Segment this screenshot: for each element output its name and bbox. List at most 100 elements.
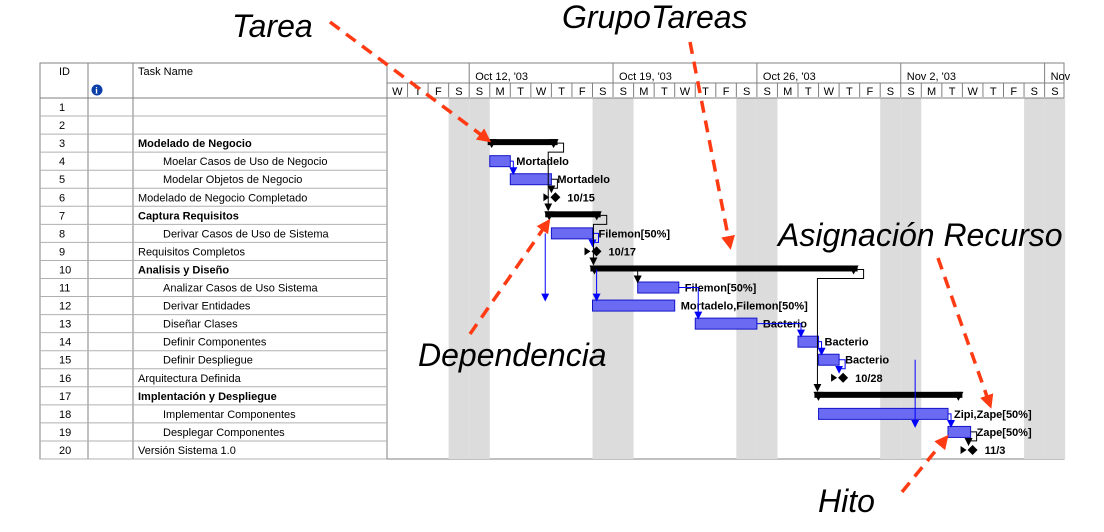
summary-end-right: [548, 139, 559, 149]
task-name: Modelar Objetos de Negocio: [163, 174, 302, 186]
resource-label: Mortadelo: [557, 174, 610, 186]
task-bar: [509, 173, 552, 186]
col-header-id: ID: [59, 66, 70, 78]
dependency-link: [544, 142, 565, 212]
resource-label: Filemon[50%]: [599, 228, 671, 240]
day-label: T: [846, 86, 853, 98]
day-label: T: [949, 86, 956, 98]
day-label: S: [1051, 86, 1058, 98]
day-label: T: [661, 86, 668, 98]
task-name: Definir Despliegue: [163, 355, 253, 367]
resource-label: Bacterio: [763, 319, 807, 331]
svg-text:i: i: [95, 86, 98, 96]
resource-label: Mortadelo,Filemon[50%]: [681, 301, 808, 313]
day-label: M: [639, 86, 648, 98]
dependency-link: [947, 413, 956, 428]
task-name: Requisitos Completos: [138, 246, 245, 258]
gantt-bars: MortadeloMortadelo10/15Filemon[50%]10/17…: [486, 139, 1032, 457]
weekend-shade: [900, 98, 922, 459]
day-label: M: [927, 86, 936, 98]
task-name: Modelado de Negocio Completado: [138, 192, 307, 204]
task-id: 8: [59, 228, 65, 240]
task-id: 9: [59, 246, 65, 258]
task-id: 20: [59, 445, 71, 457]
day-label: T: [558, 86, 565, 98]
task-id: 2: [59, 120, 65, 132]
weekend-shade: [756, 98, 778, 459]
day-label: W: [680, 86, 691, 98]
summary-end-right: [591, 211, 602, 221]
task-bar: [818, 353, 840, 366]
task-id: 16: [59, 373, 71, 385]
task-bar: [637, 281, 680, 294]
resource-label: Mortadelo: [516, 156, 569, 168]
day-label: W: [536, 86, 547, 98]
task-id: 11: [59, 283, 70, 295]
milestone-diamond: [838, 372, 849, 383]
annotation-grupo-tareas: GrupoTareas: [562, 0, 748, 35]
task-name: Analizar Casos de Uso Sistema: [163, 283, 319, 295]
summary-end-right: [953, 391, 964, 401]
day-label: S: [887, 86, 894, 98]
day-label: W: [392, 86, 403, 98]
day-label: F: [1010, 86, 1017, 98]
day-label: T: [805, 86, 812, 98]
summary-bar: [814, 391, 963, 398]
task-name: Definir Componentes: [163, 337, 267, 349]
milestone-arrowhead: [960, 445, 967, 454]
week-label: Nov 2, '03: [907, 71, 956, 83]
task-id: 12: [59, 301, 71, 313]
day-label: F: [723, 86, 730, 98]
milestone-arrowhead: [543, 193, 550, 202]
summary-bar: [545, 211, 601, 218]
day-label: M: [783, 86, 792, 98]
day-label: T: [702, 86, 709, 98]
task-bar: [489, 155, 511, 168]
day-label: F: [867, 86, 874, 98]
day-label: S: [620, 86, 627, 98]
day-label: F: [579, 86, 586, 98]
resource-label: Bacterio: [845, 355, 889, 367]
dependency-link: [817, 341, 826, 356]
annotations: Tarea GrupoTareas Asignación Recurso Dep…: [232, 0, 1063, 519]
task-name: Captura Requisitos: [138, 210, 239, 222]
task-id: 15: [59, 355, 71, 367]
day-label: T: [414, 86, 421, 98]
annotation-tarea: Tarea: [232, 8, 313, 44]
weekend-shade: [469, 98, 490, 459]
day-label: W: [967, 86, 978, 98]
header-layer: ID Task Name i: [59, 66, 193, 96]
task-id: 4: [59, 156, 65, 168]
dependency-link: [589, 214, 608, 266]
weekend-shade: [592, 98, 614, 459]
milestone-label: 10/15: [567, 192, 595, 204]
milestone-diamond: [550, 192, 561, 203]
week-label: Nov: [1051, 71, 1071, 83]
task-id: 14: [59, 337, 71, 349]
task-name: Derivar Casos de Uso de Sistema: [163, 228, 330, 240]
dependency-link: [964, 431, 978, 446]
dependency-links: [509, 142, 978, 446]
summary-end-left: [589, 265, 600, 275]
day-label: S: [764, 86, 771, 98]
task-id: 1: [59, 102, 65, 114]
day-label: F: [435, 86, 442, 98]
milestone-diamond: [967, 444, 978, 455]
task-name: Versión Sistema 1.0: [138, 445, 236, 457]
weekend-shade: [1044, 98, 1066, 459]
annotation-dependencia: Dependencia: [418, 337, 607, 373]
milestone-arrowhead: [584, 247, 591, 256]
weekend-shade: [448, 98, 470, 459]
resource-label: Zipi,Zape[50%]: [954, 409, 1032, 421]
dependency-link: [547, 178, 558, 194]
arrow-tarea: [328, 20, 492, 143]
day-label: S: [476, 86, 483, 98]
dependency-link: [678, 287, 703, 320]
day-label: M: [495, 86, 504, 98]
summary-end-left: [813, 391, 824, 401]
dependency-link: [813, 268, 865, 392]
task-bar: [550, 227, 594, 240]
info-icon: i: [91, 84, 103, 96]
task-name: Implementar Componentes: [163, 409, 296, 421]
